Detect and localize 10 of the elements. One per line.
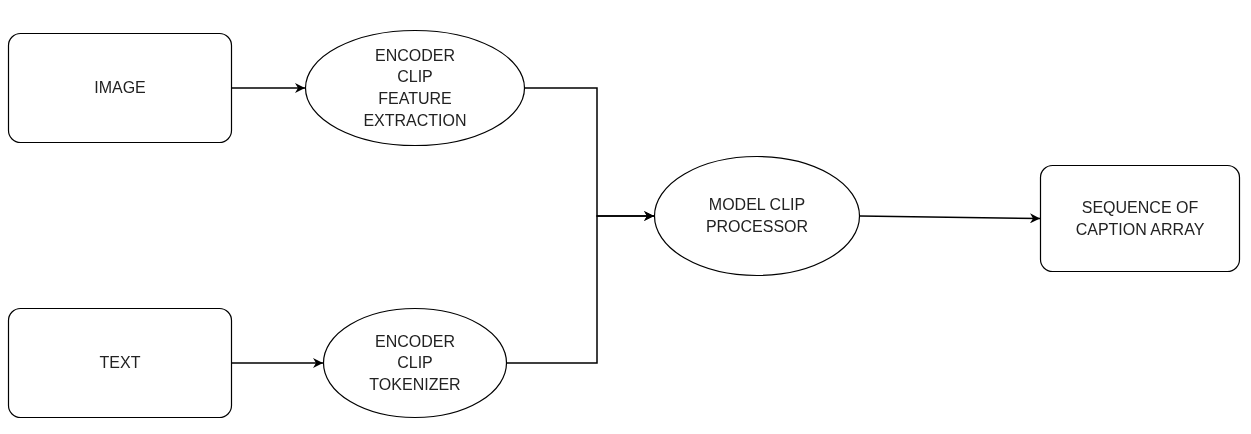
arrow xyxy=(859,213,1041,224)
node-label: IMAGE xyxy=(94,78,146,99)
node-label: ENCODER CLIP FEATURE EXTRACTION xyxy=(362,45,468,131)
arrow xyxy=(231,358,324,368)
node-label: SEQUENCE OF CAPTION ARRAY xyxy=(1074,197,1206,240)
node-label: MODEL CLIP PROCESSOR xyxy=(704,195,810,237)
node-label: ENCODER CLIP TOKENIZER xyxy=(368,331,462,395)
arrow xyxy=(231,83,306,93)
arrow xyxy=(506,211,655,364)
node-label: TEXT xyxy=(99,353,141,374)
